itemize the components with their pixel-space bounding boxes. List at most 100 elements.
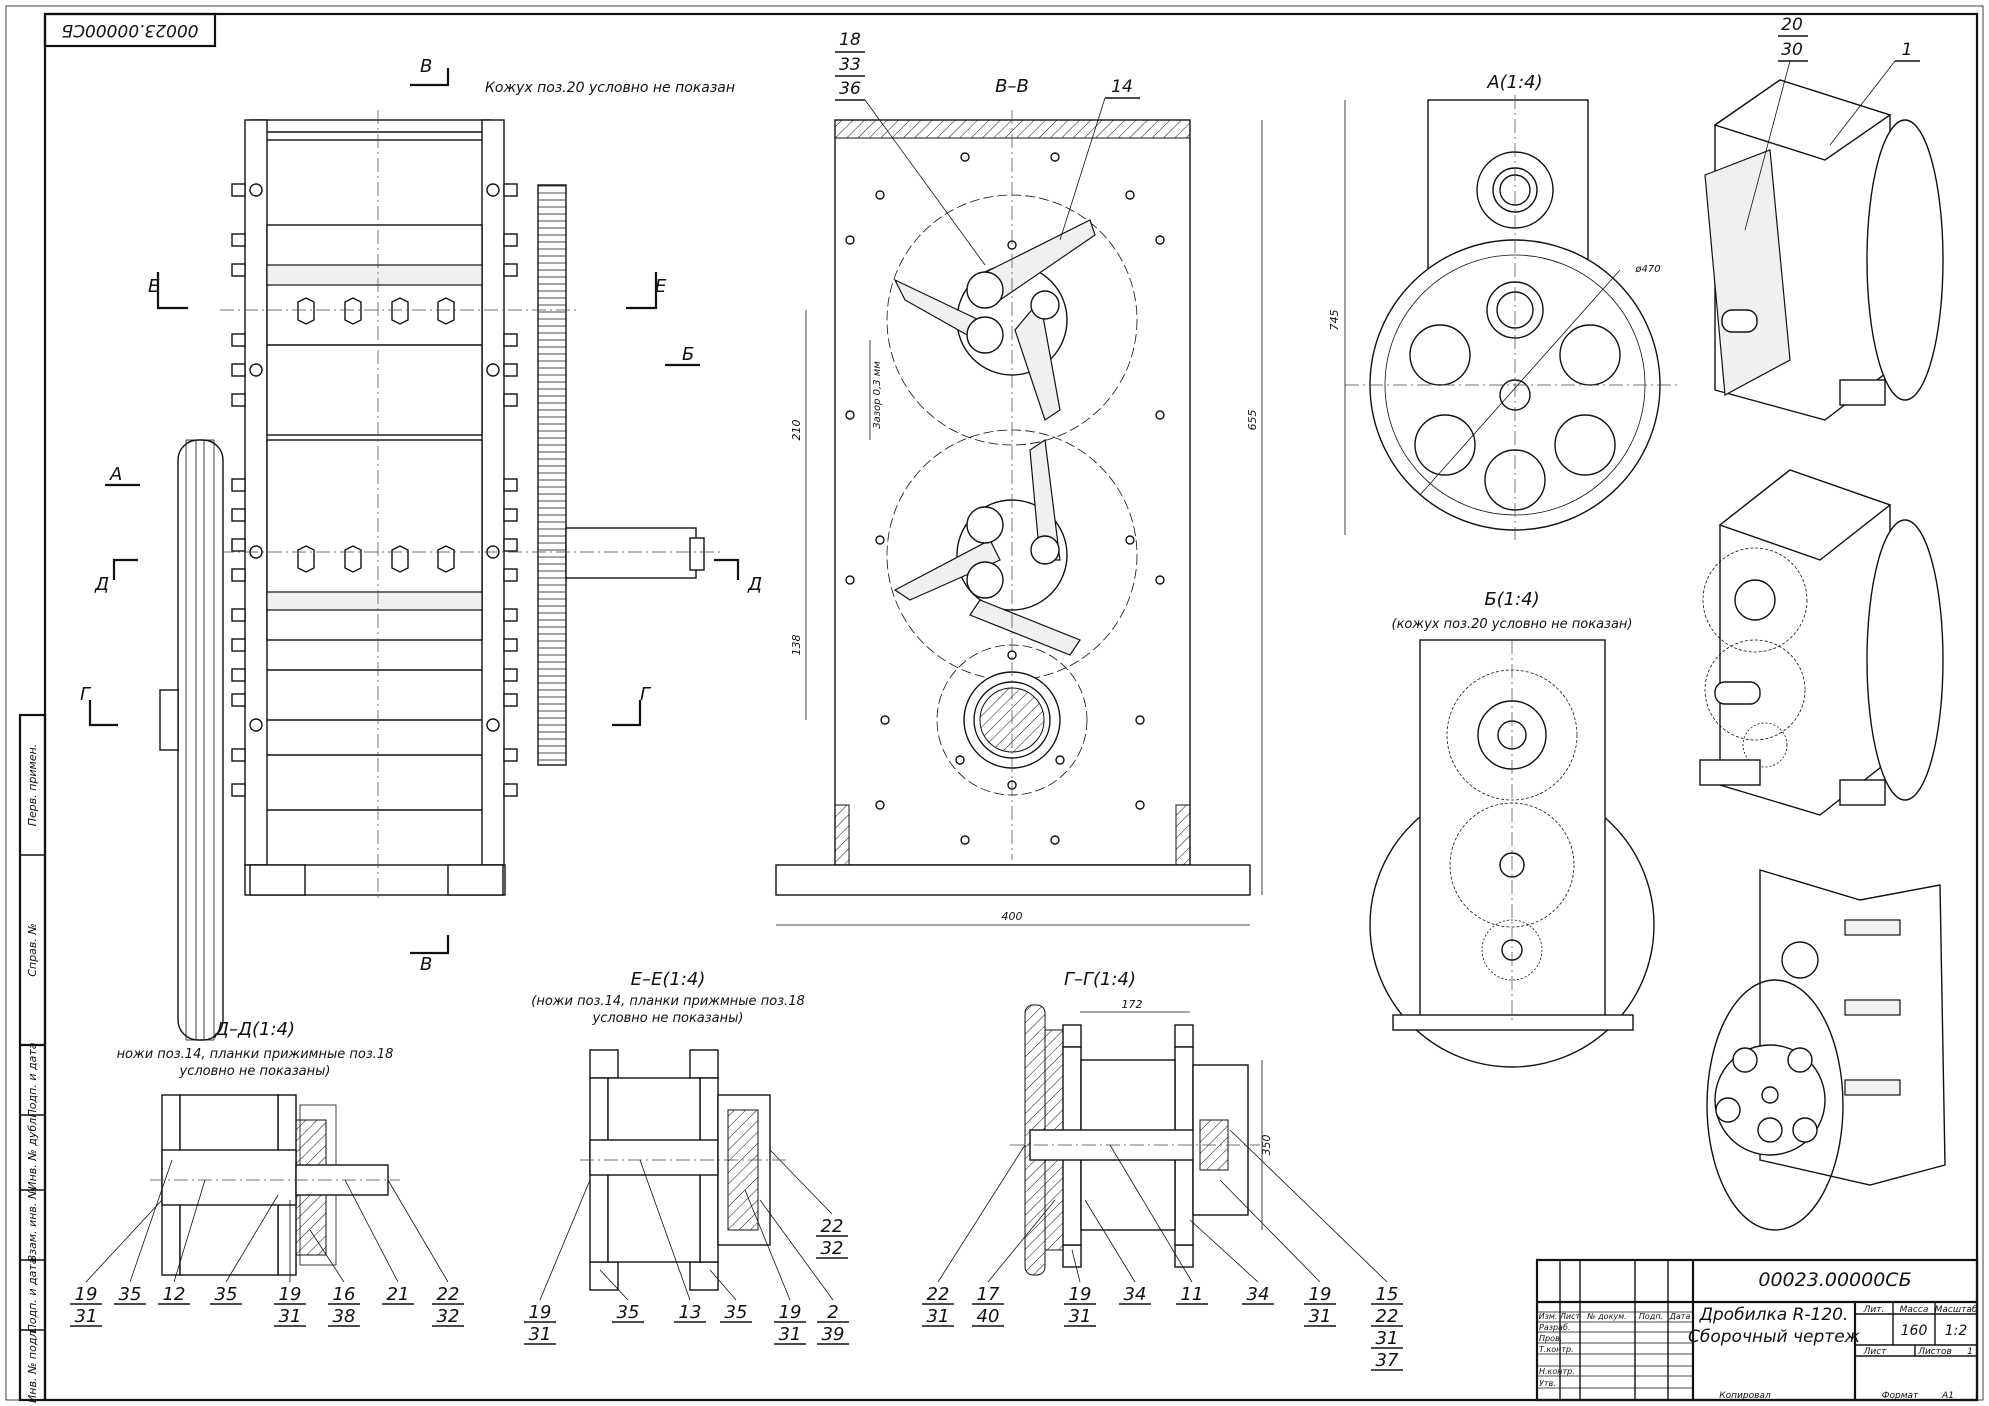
view-b-note: (кожух поз.20 условно не показан) — [1392, 617, 1633, 632]
callout-number: 35 — [725, 1302, 748, 1323]
title-block: 00023.00000СБ Дробилка R-120. Сборочный … — [1535, 1258, 1979, 1402]
format-value: А1 — [1941, 1391, 1954, 1401]
callout-number: 16 — [333, 1284, 356, 1305]
section-ee-title: Е–Е(1:4) — [631, 969, 706, 990]
callout-number: 22 — [437, 1284, 460, 1305]
callout-number: 33 — [839, 55, 861, 75]
side-stamp-cell: Справ. № — [26, 923, 39, 977]
section-ee-note: условно не показаны) — [592, 1011, 744, 1026]
callout-number: 32 — [437, 1306, 460, 1327]
callout-number: 31 — [1376, 1328, 1399, 1349]
callout: 14 — [1059, 77, 1140, 241]
view-b: Б(1:4) (кожух поз.20 условно не показан) — [1369, 589, 1655, 1068]
callout-number: 31 — [1069, 1306, 1092, 1327]
callout-number: 31 — [529, 1324, 552, 1345]
callout-number: 19 — [1069, 1284, 1092, 1305]
callout-number: 35 — [119, 1284, 142, 1305]
dim-vv-210: 210 — [790, 420, 803, 441]
callout-number: 40 — [977, 1306, 1000, 1327]
tb-sheets-label: Листов — [1917, 1347, 1952, 1357]
section-mark-e: Е — [655, 276, 667, 297]
side-stamp-cell: Инв. № дубл. — [26, 1114, 39, 1189]
callout-number: 17 — [977, 1284, 1000, 1305]
callout-number: 31 — [279, 1306, 302, 1327]
side-stamp-cell: Перв. примен. — [26, 744, 39, 827]
callout: 12 — [158, 1179, 206, 1305]
callout: 35 — [709, 1269, 752, 1323]
callout-number: 35 — [617, 1302, 640, 1323]
callout-number: 31 — [927, 1306, 950, 1327]
callout-number: 18 — [839, 30, 861, 50]
callout-number: 19 — [529, 1302, 552, 1323]
view-a: А(1:4) 745 ø470 — [1328, 72, 1680, 540]
tb-header-list: Лист — [1559, 1312, 1581, 1321]
section-dd-title: Д–Д(1:4) — [214, 1019, 295, 1040]
callout-stack: 18 33 36 — [835, 30, 986, 266]
format-label: Формат — [1882, 1391, 1919, 1401]
callout: 13 — [639, 1159, 706, 1323]
section-ee-view: Е–Е(1:4) (ножи поз.14, планки прижмные п… — [531, 969, 805, 1291]
section-mark-g: Г — [640, 684, 652, 705]
dim-vv-width: 400 — [1002, 910, 1023, 923]
dim-gg-172: 172 — [1122, 998, 1143, 1011]
callout: 35 — [210, 1194, 279, 1305]
callout-number: 37 — [1376, 1350, 1399, 1371]
frame-bolts — [231, 183, 518, 797]
callout-number: 19 — [1309, 1284, 1332, 1305]
callout-number: 20 — [1781, 15, 1803, 35]
callout: 35 — [599, 1269, 644, 1323]
section-ee-note: (ножи поз.14, планки прижмные поз.18 — [531, 994, 804, 1009]
callout-number: 1 — [1902, 40, 1913, 60]
callout: 21 — [344, 1179, 414, 1305]
top-drawing-code: 00023.00000СБ — [61, 20, 198, 40]
dim-vv-height: 655 — [1246, 410, 1259, 431]
callout-number: 15 — [1376, 1284, 1399, 1305]
callout-number: 21 — [387, 1284, 410, 1305]
callout-number: 34 — [1247, 1284, 1270, 1305]
gear-teeth — [538, 185, 566, 761]
callout-number: 34 — [1124, 1284, 1147, 1305]
callout-number: 13 — [679, 1302, 702, 1323]
tb-mass-value: 160 — [1901, 1323, 1928, 1339]
drawing-frame — [43, 12, 1979, 1402]
isometric-view-middle — [1699, 469, 1944, 816]
section-dd-note: ножи поз.14, планки прижимные поз.18 — [117, 1047, 394, 1062]
callout-number: 14 — [1111, 77, 1133, 97]
tb-role: Т.контр. — [1539, 1345, 1574, 1354]
callout: 34 — [1189, 1219, 1274, 1305]
callout-number: 19 — [779, 1302, 802, 1323]
callout-number: 22 — [821, 1216, 844, 1237]
section-mark-b: Б — [682, 344, 694, 365]
section-vv-title: В–В — [995, 76, 1029, 97]
copied-label: Копировал — [1719, 1391, 1771, 1401]
tb-header-doc: № докум. — [1586, 1312, 1626, 1321]
drawing-subtitle: Сборочный чертеж — [1688, 1327, 1861, 1347]
callout-number: 19 — [75, 1284, 98, 1305]
tb-header-date: Дата — [1669, 1312, 1691, 1321]
isometric-view-bottom — [1706, 869, 1946, 1231]
callout-number: 19 — [279, 1284, 302, 1305]
tb-header-sign: Подп. — [1639, 1312, 1663, 1321]
dim-vv-138: 138 — [790, 635, 803, 656]
section-marks: В В Е Е Б А Д Д Г Г — [80, 56, 762, 975]
tb-role: Пров. — [1539, 1334, 1562, 1343]
section-gg-view: Г–Г(1:4) 172 350 — [1010, 969, 1273, 1276]
callout-number: 38 — [333, 1306, 356, 1327]
tb-mass-label: Масса — [1900, 1305, 1929, 1315]
callout-number: 39 — [822, 1324, 845, 1345]
tb-role: Утв. — [1539, 1379, 1556, 1388]
main-front-view: Кожух поз.20 условно не показан — [80, 56, 762, 1041]
callout-number: 32 — [821, 1238, 844, 1259]
